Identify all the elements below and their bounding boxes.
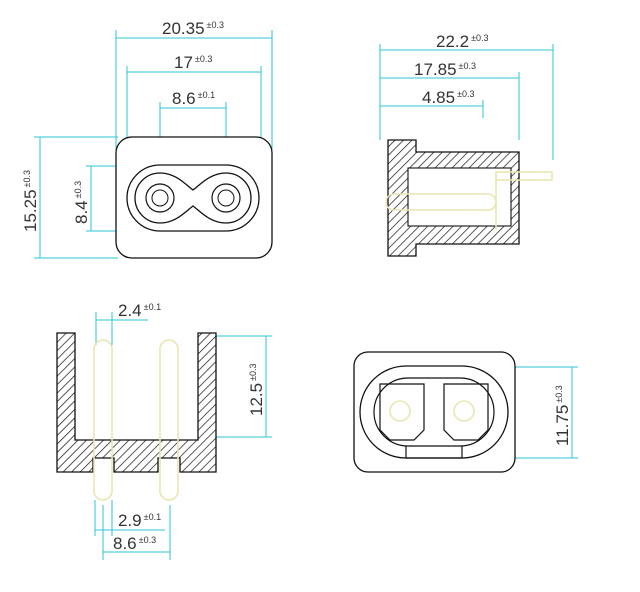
dim-rear-height: 11.75±0.3	[553, 385, 572, 446]
dim-side-flange: 4.85±0.3	[422, 88, 475, 107]
dim-front-height-inner: 8.4±0.3	[72, 181, 91, 224]
section-view: 2.4±0.1 12.5±0.3 2.9±0.1 8.6±0.3	[56, 301, 272, 560]
dim-front-height-overall: 15.25±0.3	[21, 170, 40, 232]
dim-side-length-body: 17.85±0.3	[414, 60, 476, 79]
dim-section-wall: 2.4±0.1	[118, 301, 161, 320]
dim-section-depth: 12.5±0.3	[247, 363, 266, 416]
dim-front-pin-pitch: 8.6±0.1	[172, 89, 215, 108]
dim-side-length-overall: 22.2±0.3	[436, 32, 489, 51]
dim-section-pin-width: 2.9±0.1	[118, 511, 161, 530]
front-view: 20.35±0.3 17±0.3 8.6±0.1 15.25±0.3 8.4±0…	[21, 19, 273, 259]
side-view: 22.2±0.3 17.85±0.3 4.85±0.3	[379, 32, 554, 257]
dim-front-width-overall: 20.35±0.3	[162, 19, 224, 38]
dim-section-pin-pitch: 8.6±0.3	[113, 534, 156, 553]
rear-view: 11.75±0.3	[353, 351, 578, 473]
dim-front-width-inner: 17±0.3	[174, 53, 212, 72]
